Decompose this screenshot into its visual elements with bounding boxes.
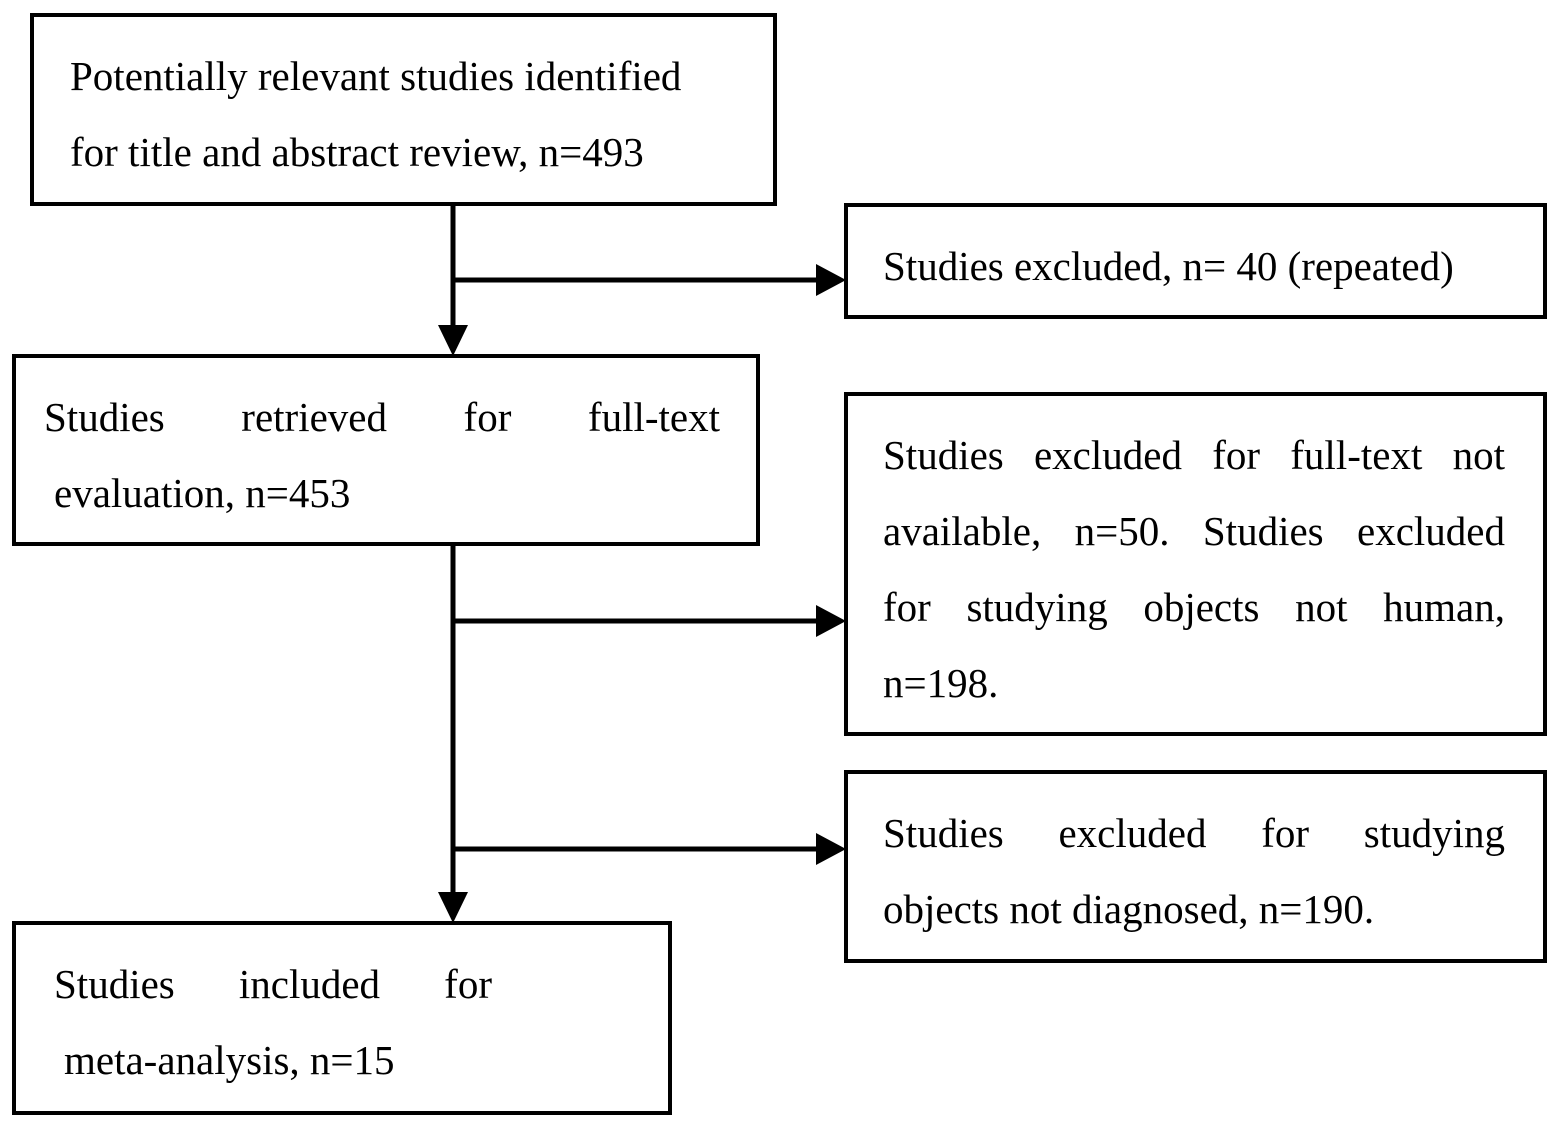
excluded-repeated-text: Studies excluded, n= 40 (repeated)	[883, 243, 1454, 289]
included-line-1: Studies included for	[54, 961, 492, 1007]
excluded-fulltext-box: Studies excluded for full-text not avail…	[844, 392, 1547, 736]
arrow-down-to-included	[438, 892, 468, 923]
included-line-2: meta-analysis, n=15	[64, 1037, 395, 1083]
arrow-right-to-excluded-diagnosed	[816, 833, 846, 865]
arrow-right-to-excluded-repeated	[816, 264, 846, 296]
identified-line-1: Potentially relevant studies identified	[70, 53, 682, 99]
retrieved-line-1: Studies retrieved for full-text	[44, 394, 720, 440]
arrow-right-to-excluded-fulltext	[816, 605, 846, 637]
excluded-fulltext-line-3: for studying objects not human,	[883, 584, 1505, 630]
arrow-down-to-retrieved	[438, 325, 468, 356]
excluded-diagnosed-line-2: objects not diagnosed, n=190.	[883, 886, 1375, 932]
excluded-fulltext-line-1: Studies excluded for full-text not	[883, 432, 1505, 478]
excluded-fulltext-line-4: n=198.	[883, 660, 999, 706]
retrieved-line-2: evaluation, n=453	[54, 470, 351, 516]
included-studies-box: Studies included for meta-analysis, n=15	[12, 921, 672, 1115]
retrieved-studies-box: Studies retrieved for full-text evaluati…	[12, 354, 760, 546]
excluded-diagnosed-box: Studies excluded for studying objects no…	[844, 770, 1547, 963]
identified-line-2: for title and abstract review, n=493	[70, 129, 644, 175]
excluded-diagnosed-line-1: Studies excluded for studying	[883, 810, 1505, 856]
excluded-repeated-box: Studies excluded, n= 40 (repeated)	[844, 203, 1547, 319]
excluded-fulltext-line-2: available, n=50. Studies excluded	[883, 508, 1505, 554]
identified-studies-box: Potentially relevant studies identified …	[30, 13, 777, 206]
